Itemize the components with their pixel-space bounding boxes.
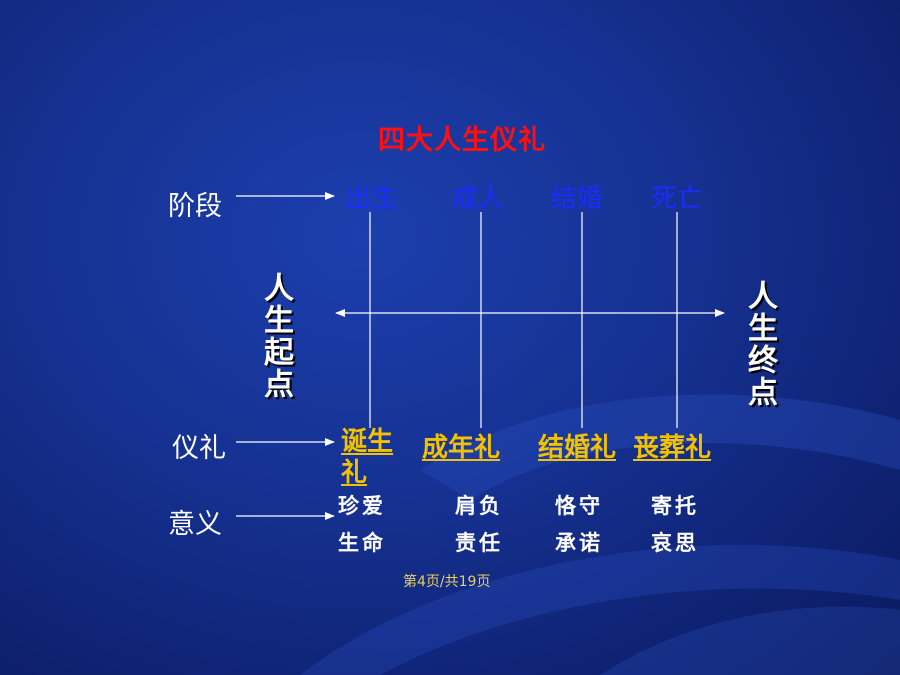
ritual-birth: 诞生礼 <box>341 427 394 488</box>
stage-death: 死亡 <box>651 184 704 214</box>
ritual-label: 仪礼 <box>172 433 226 464</box>
ritual-funeral: 丧葬礼 <box>633 433 712 463</box>
meaning-4-line1: 寄托 <box>651 494 699 518</box>
meaning-2-line1: 肩负 <box>455 494 503 518</box>
ritual-coming-of-age: 成年礼 <box>422 433 501 463</box>
meaning-1-line2: 生命 <box>338 531 386 555</box>
life-end-label: 人生终点 <box>742 280 777 408</box>
stage-marriage: 结婚 <box>551 184 604 214</box>
meaning-3-line2: 承诺 <box>555 531 603 555</box>
stage-adulthood: 成人 <box>452 184 505 214</box>
meaning-1-line1: 珍爱 <box>338 494 386 518</box>
life-start-label: 人生起点 <box>258 272 293 400</box>
meaning-label: 意义 <box>168 509 222 540</box>
stage-birth: 出生 <box>345 184 398 214</box>
ritual-wedding: 结婚礼 <box>538 433 617 463</box>
meaning-4-line2: 哀思 <box>651 531 699 555</box>
page-number: 第4页/共19页 <box>403 574 491 590</box>
meaning-2-line2: 责任 <box>455 531 503 555</box>
stage-label: 阶段 <box>168 191 222 222</box>
meaning-3-line1: 恪守 <box>555 494 603 518</box>
slide-title: 四大人生仪礼 <box>378 125 546 156</box>
